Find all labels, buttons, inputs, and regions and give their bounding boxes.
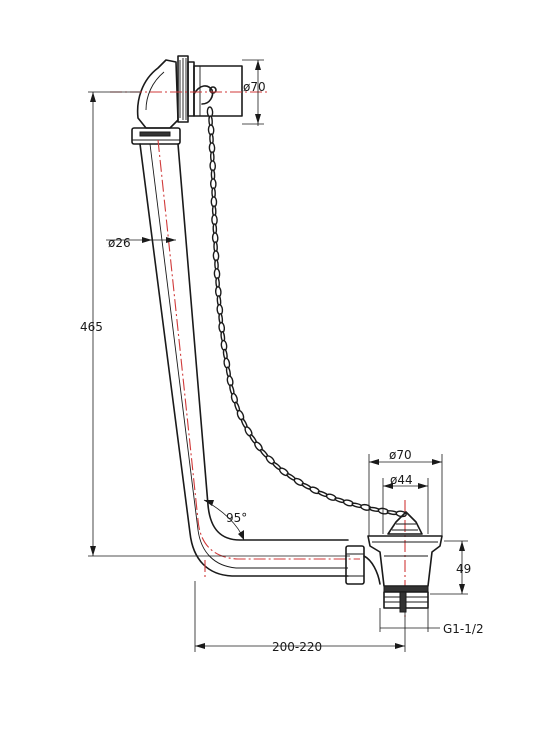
height-label: 465 (80, 320, 103, 334)
thread-label: G1-1/2 (443, 622, 484, 636)
waste-assembly (345, 511, 443, 613)
dimension-lines (88, 59, 468, 652)
horizontal-reach-label: 200-220 (272, 640, 322, 654)
pipe-diameter-label: ø26 (108, 236, 131, 250)
dimension-labels: ø70 ø26 465 95° ø70 ø44 49 G1-1/2 200-22… (80, 80, 484, 654)
pipe-body (139, 143, 349, 577)
waste-height-label: 49 (456, 562, 471, 576)
bend-angle-label: 95° (226, 511, 247, 525)
overflow-diameter-label: ø70 (243, 80, 266, 94)
waste-inner-diameter-label: ø44 (390, 473, 413, 487)
waste-outer-diameter-label: ø70 (389, 448, 412, 462)
overflow-head (131, 55, 243, 145)
chain (206, 106, 407, 518)
